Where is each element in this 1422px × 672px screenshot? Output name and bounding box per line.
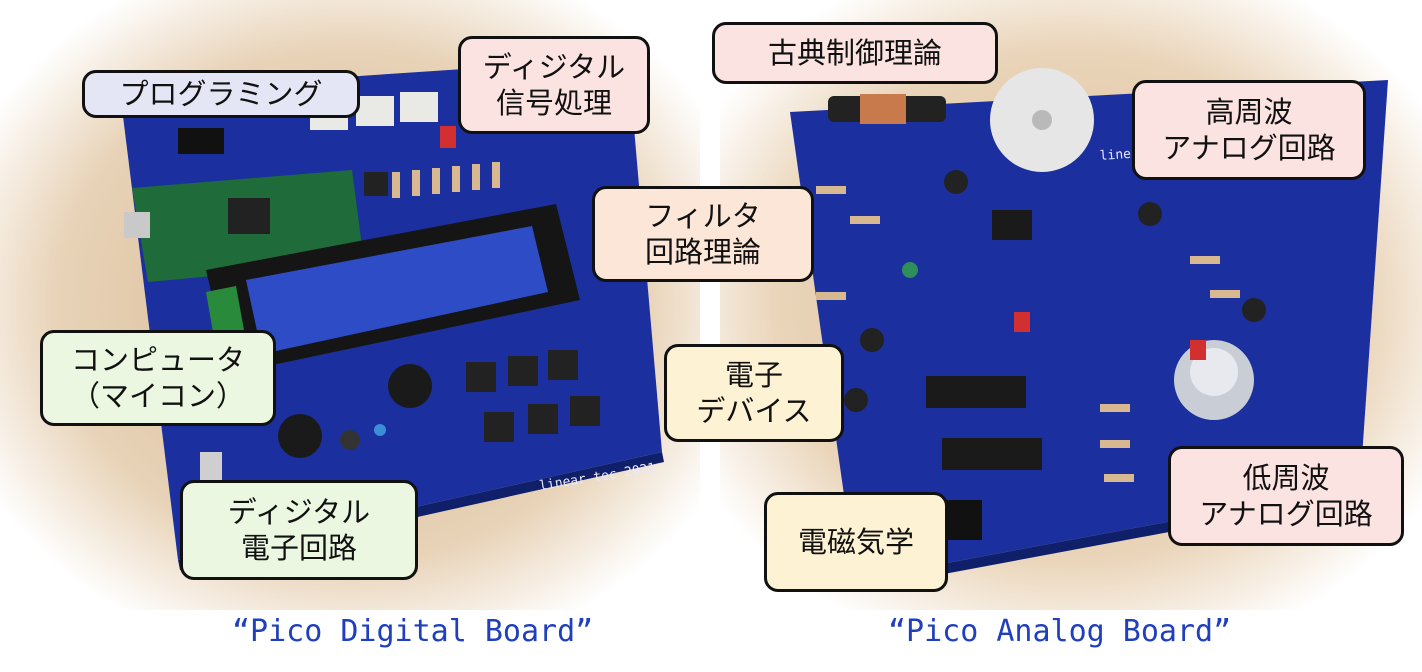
- label-digital-electronic-circuit: ディジタル 電子回路: [180, 480, 418, 580]
- label-classical-control-theory: 古典制御理論: [712, 22, 998, 84]
- ic-chip: [942, 438, 1042, 470]
- capacitor: [1138, 202, 1162, 226]
- jumper: [1190, 340, 1206, 360]
- tuning-dial-center: [1032, 110, 1052, 130]
- jumper: [1014, 312, 1030, 332]
- trimmer-pot: [388, 364, 432, 408]
- programming-header: [178, 128, 224, 154]
- label-electronic-devices: 電子 デバイス: [664, 344, 844, 442]
- usb-port: [124, 212, 150, 238]
- jumper: [440, 126, 456, 148]
- pin-header: [942, 500, 982, 540]
- label-computer-microcontroller: コンピュータ （マイコン）: [40, 330, 276, 426]
- resistor-array: [816, 186, 1240, 482]
- label-filter-circuit-theory: フィルタ 回路理論: [592, 186, 814, 282]
- caption-pico-analog-board: “Pico Analog Board”: [888, 614, 1232, 649]
- ic-chip: [992, 210, 1032, 240]
- capacitor: [374, 424, 386, 436]
- push-switch: [364, 172, 388, 196]
- lcd-screen: [246, 226, 548, 354]
- grove-connector: [356, 96, 394, 126]
- caption-pico-digital-board: “Pico Digital Board”: [232, 614, 594, 649]
- power-connector: [200, 452, 222, 480]
- capacitor: [860, 328, 884, 352]
- inductor: [902, 262, 918, 278]
- label-hf-analog-circuit: 高周波 アナログ回路: [1132, 80, 1366, 180]
- pico-chip: [228, 198, 270, 234]
- capacitor: [340, 430, 360, 450]
- resistor-row: [392, 162, 500, 198]
- label-programming: プログラミング: [82, 70, 360, 118]
- antenna-winding: [860, 94, 906, 124]
- capacitor: [944, 170, 968, 194]
- label-lf-analog-circuit: 低周波 アナログ回路: [1168, 446, 1404, 546]
- grove-connector: [400, 92, 438, 122]
- label-digital-signal-processing: ディジタル 信号処理: [458, 36, 650, 134]
- capacitor: [844, 388, 868, 412]
- lcd-pcb: [206, 286, 244, 338]
- label-electromagnetics: 電磁気学: [764, 492, 948, 592]
- gpio-buttons: [466, 350, 600, 442]
- ic-chip: [926, 376, 1026, 408]
- capacitor: [1242, 298, 1266, 322]
- trimmer-pot: [278, 414, 322, 458]
